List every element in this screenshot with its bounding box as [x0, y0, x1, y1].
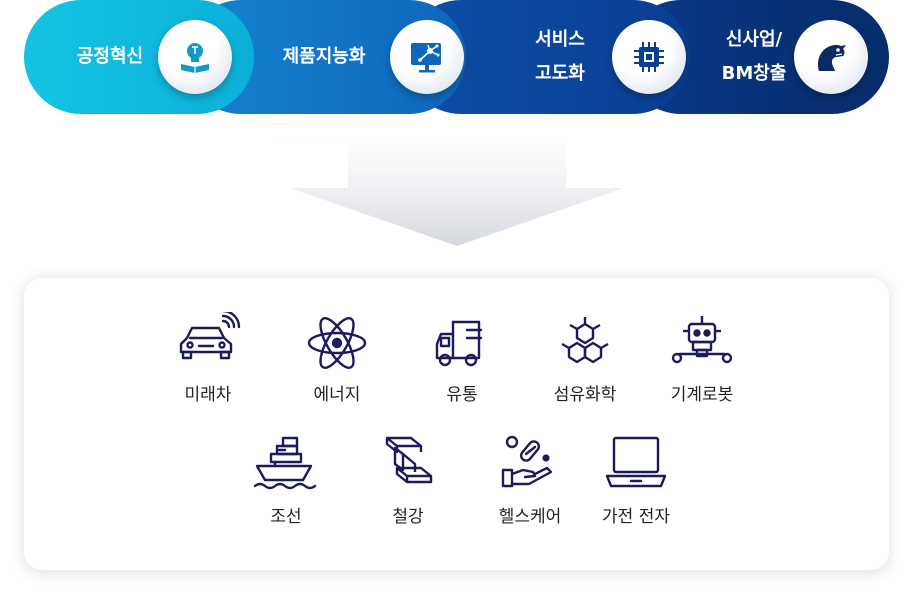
- hexagon-molecule-icon: [561, 317, 609, 364]
- dragon-icon: [794, 20, 868, 94]
- industry-label: 섬유화학: [553, 385, 617, 405]
- down-arrow-icon: [290, 138, 624, 246]
- category-bar: 공정혁신 제품지능화: [24, 0, 889, 114]
- category-label: 서비스 고도화: [535, 29, 585, 84]
- industry-label: 미래차: [184, 385, 232, 405]
- category-process-innovation: 공정혁신: [24, 0, 254, 114]
- industry-energy: 에너지: [282, 312, 392, 405]
- category-label: 공정혁신: [76, 46, 144, 67]
- chip-icon: [612, 20, 686, 94]
- robot-icon: [671, 316, 733, 364]
- industry-label: 유통: [446, 385, 478, 405]
- industry-label: 조선: [270, 507, 302, 527]
- industry-textile-chemical: 섬유화학: [530, 312, 640, 405]
- industry-label: 철강: [392, 507, 424, 527]
- industry-label: 기계로봇: [670, 385, 734, 405]
- laptop-icon: [605, 436, 667, 488]
- industry-panel: 미래차 에너지 유통: [24, 278, 889, 570]
- category-label: 신사업/ BM창출: [721, 29, 787, 84]
- category-label: 제품지능화: [282, 46, 366, 67]
- industry-machine-robot: 기계로봇: [647, 312, 757, 405]
- industry-label: 에너지: [313, 385, 361, 405]
- industry-steel: 철강: [353, 434, 463, 527]
- industry-shipbuilding: 조선: [231, 434, 341, 527]
- industry-label: 가전 전자: [602, 507, 670, 527]
- industry-label: 헬스케어: [498, 507, 562, 527]
- ship-icon: [253, 436, 317, 490]
- lightbulb-book-icon: [158, 20, 232, 94]
- pill-hand-icon: [501, 435, 553, 488]
- industry-healthcare: 헬스케어: [475, 434, 585, 527]
- steel-beam-icon: [385, 436, 433, 484]
- atom-icon: [307, 317, 367, 369]
- delivery-truck-icon: [435, 320, 483, 367]
- industry-electronics: 가전 전자: [581, 434, 691, 527]
- industry-future-car: 미래차: [153, 312, 263, 405]
- connected-car-icon: [179, 312, 241, 360]
- industry-distribution: 유통: [407, 312, 517, 405]
- smart-monitor-icon: [390, 20, 464, 94]
